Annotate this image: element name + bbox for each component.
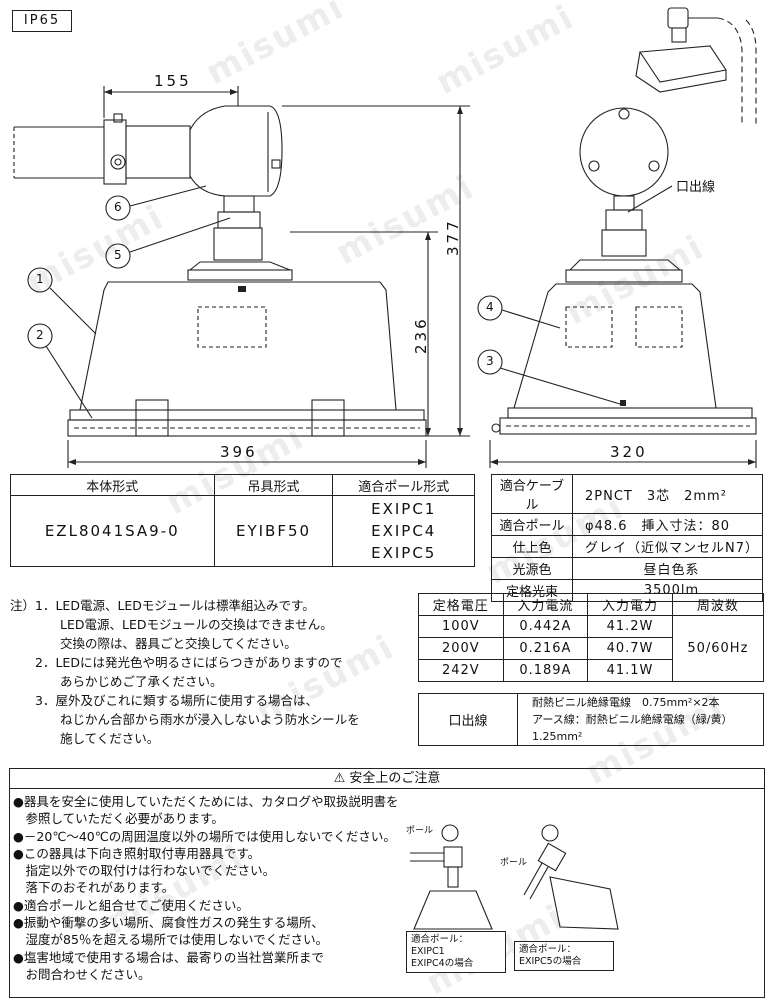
safety-item: ●－20℃～40℃の周囲温度以外の場所では使用しないでください。 — [13, 828, 396, 844]
lead-wire-line: 耐熱ビニル絶縁電線 0.75mm²×2本 — [532, 696, 720, 709]
callout-number: 6 — [114, 200, 122, 214]
note-line: 施してください。 — [10, 731, 160, 746]
callout-number: 1 — [36, 272, 44, 286]
safety-item: 指定以外での取付けは行わないでください。 — [13, 863, 276, 879]
safety-item: ●塩害地域で使用する場合は、最寄りの当社営業所まで — [13, 949, 324, 965]
pole-label: ポール — [406, 826, 434, 836]
safety-item: 落下のおそれがあります。 — [13, 880, 175, 896]
dimension-width-front: 320 — [610, 443, 648, 461]
callout-number: 2 — [36, 328, 44, 342]
pole-models: EXIPC1 EXIPC4 EXIPC5 — [332, 495, 475, 567]
lead-wire-header: 口出線 — [418, 693, 518, 746]
callout-number: 4 — [486, 300, 494, 314]
pole-model: EXIPC5 — [371, 544, 437, 562]
mounting-illustration — [410, 824, 619, 930]
header-fixture-model: 吊具形式 — [213, 474, 334, 496]
safety-section: ⚠ 安全上のご注意 ●器具を安全に使用していただくためには、カタログや取扱説明書… — [9, 768, 765, 998]
table-row: 242V 0.189A 41.1W — [418, 659, 764, 682]
lead-wire-table: 口出線 耐熱ビニル絶縁電線 0.75mm²×2本 アース線：耐熱ビニル絶縁電線（… — [418, 693, 764, 746]
note-line: 注）1．LED電源、LEDモジュールは標準組込みです。 — [10, 598, 315, 613]
dimension-width-side: 155 — [154, 72, 192, 90]
note-line: ねじかん合部から雨水が浸入しないよう防水シールを — [10, 712, 360, 727]
lead-wire-line: アース線：耐熱ビニル絶縁電線（緑/黄） 1.25mm² — [532, 713, 738, 743]
lead-wire-label: 口出線 — [676, 180, 716, 195]
safety-title: 安全上のご注意 — [349, 771, 441, 786]
body-model: EZL8041SA9-0 — [10, 495, 215, 567]
safety-item: 参照していただく必要があります。 — [13, 811, 224, 827]
note-line: 交換の際は、器具ごと交換してください。 — [10, 636, 297, 651]
table-row: 光源色昼白色系 — [491, 557, 763, 580]
safety-item: ●振動や衝撃の多い場所、腐食性ガスの発生する場所、 — [13, 915, 324, 931]
pole-box-2: 適合ポール： EXIPC5の場合 — [514, 941, 614, 971]
frequency: 50/60Hz — [671, 615, 765, 682]
safety-item: お問合わせください。 — [13, 966, 151, 982]
callout-number: 3 — [486, 354, 494, 368]
pole-model: EXIPC4 — [371, 522, 437, 540]
dimension-height-total: 377 — [444, 218, 462, 256]
header-pole-model: 適合ポール形式 — [332, 474, 475, 496]
technical-drawing — [13, 7, 757, 468]
table-row: 仕上色グレイ（近似マンセルN7） — [491, 535, 763, 558]
note-line: LED電源、LEDモジュールの交換はできません。 — [10, 617, 333, 632]
note-line: 2．LEDには発光色や明るさにばらつきがありますので — [10, 655, 343, 670]
note-line: あらかじめご了承ください。 — [10, 674, 223, 689]
safety-item: ●この器具は下向き照射取付専用器具です。 — [13, 845, 261, 861]
safety-item: ●器具を安全に使用していただくためには、カタログや取扱説明書を — [13, 794, 399, 809]
model-spec-table: 本体形式 吊具形式 適合ポール形式 EZL8041SA9-0 EYIBF50 E… — [10, 474, 475, 567]
ip-rating-badge: IP65 — [12, 10, 72, 32]
dimension-width-body: 396 — [220, 443, 258, 461]
notes: 注）1．LED電源、LEDモジュールは標準組込みです。 LED電源、LEDモジュ… — [10, 596, 360, 748]
pole-box-1: 適合ポール： EXIPC1 EXIPC4の場合 — [406, 931, 506, 973]
pole-model: EXIPC1 — [371, 500, 437, 518]
dimension-height-body: 236 — [412, 316, 430, 354]
electrical-table: 定格電圧 入力電流 入力電力 周波数 100V 0.442A 41.2W 50/… — [418, 593, 765, 682]
safety-items: ●器具を安全に使用していただくためには、カタログや取扱説明書を 参照していただく… — [13, 793, 399, 983]
safety-item: 湿度が85％を超える場所では使用しないでください。 — [13, 932, 329, 948]
callout-number: 5 — [114, 248, 122, 262]
note-line: 3．屋外及びこれに類する場所に使用する場合は、 — [10, 693, 318, 708]
pole-label: ポール — [500, 858, 528, 868]
safety-item: ●適合ポールと組合せてご使用ください。 — [13, 897, 249, 913]
header-body-model: 本体形式 — [10, 474, 215, 496]
warning-icon: ⚠ — [333, 771, 346, 786]
fixture-model: EYIBF50 — [213, 495, 334, 567]
table-row: 100V 0.442A 41.2W 50/60Hz — [418, 615, 765, 682]
